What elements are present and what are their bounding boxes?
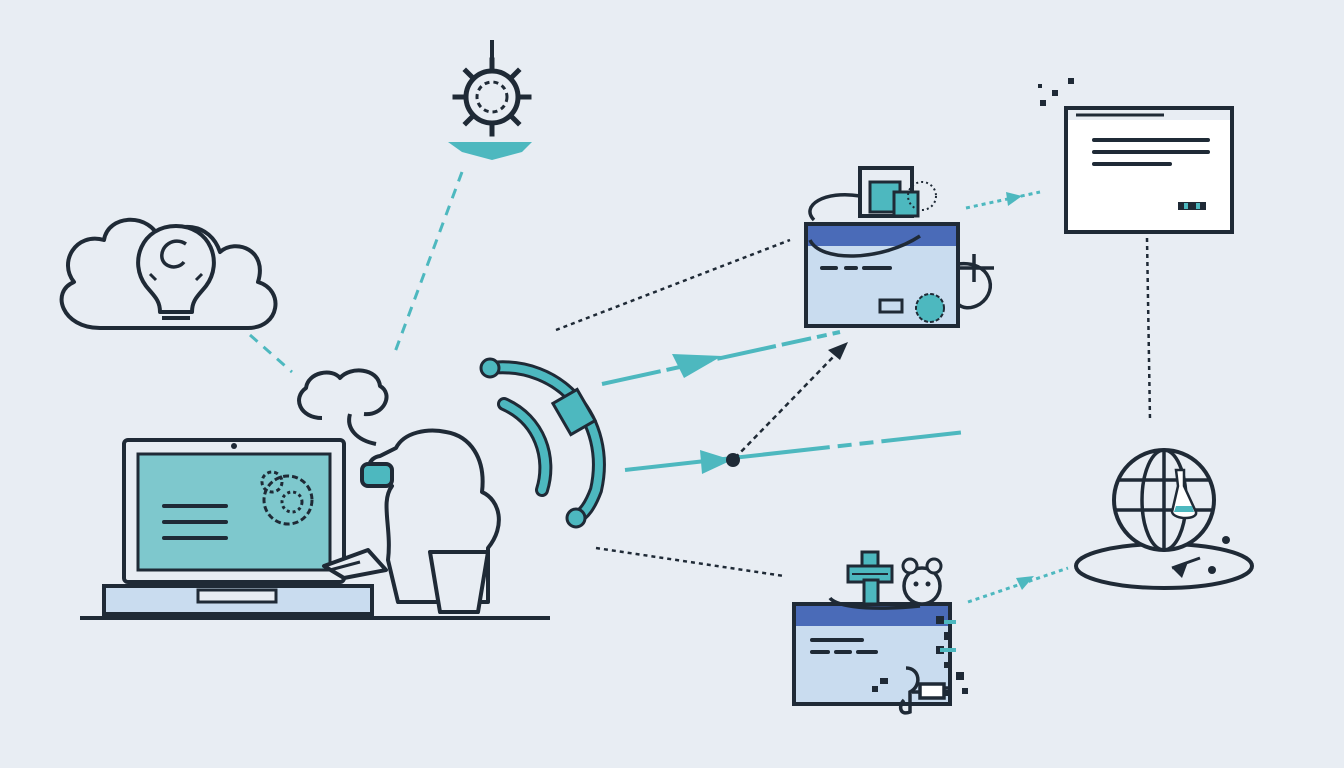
connector-lower-globe <box>967 566 1069 604</box>
arrowhead-lower-globe <box>1016 576 1034 590</box>
person-mask <box>360 462 394 488</box>
screen-text-lines <box>162 504 228 540</box>
virus-icon <box>260 470 314 526</box>
gear-icon <box>448 40 532 160</box>
plug-icon <box>898 666 950 715</box>
connector-doc-globe <box>1145 237 1152 421</box>
lightbulb-cloud-icon <box>59 217 278 330</box>
globe-icon <box>1074 448 1254 590</box>
connector-gear-center <box>393 171 464 353</box>
connector-dotted-lower <box>595 546 785 578</box>
bot-face-icon <box>901 557 943 606</box>
connector-dotted-up <box>734 351 839 459</box>
person-at-desk-icon <box>297 368 501 614</box>
connector-arrow-upper <box>601 330 841 386</box>
document-window-icon <box>1038 78 1234 234</box>
robot-icon <box>846 550 894 606</box>
arrowhead-upper <box>672 354 722 378</box>
arrowhead-dotted-up <box>828 342 848 360</box>
virus-badge-icon <box>915 293 945 323</box>
laptop-screen <box>136 452 332 572</box>
arrowhead-upper-doc <box>1006 192 1022 206</box>
arrowhead-center <box>700 450 732 474</box>
laptop-icon <box>80 438 550 620</box>
connector-upper-doc <box>965 190 1041 210</box>
upper-browser-window <box>804 166 994 328</box>
lower-browser-window <box>792 550 968 715</box>
lightbulb-icon <box>136 224 216 320</box>
wireless-signal-icon <box>479 357 606 529</box>
folder-icon <box>858 166 937 218</box>
connector-lines <box>249 171 1152 604</box>
connector-cloud-person <box>249 333 293 374</box>
connector-arrow-center <box>624 430 966 472</box>
connector-dotted-upper <box>555 238 791 332</box>
